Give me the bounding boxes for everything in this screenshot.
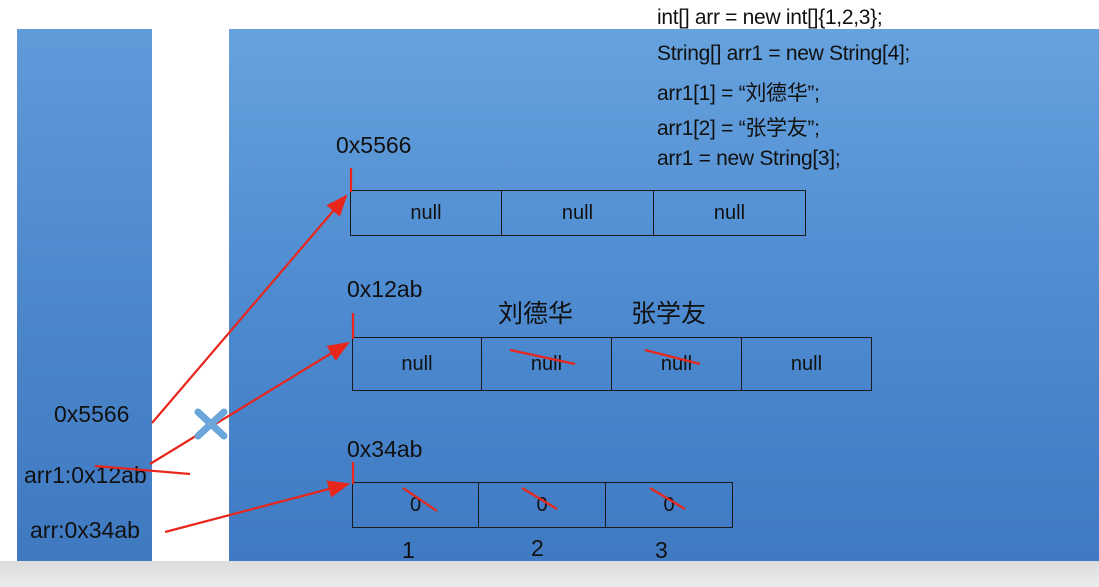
array-b-cell: null — [482, 337, 612, 391]
array-b-label-1: 刘德华 — [498, 300, 574, 328]
code-line-5: arr1 = new String[3]; — [657, 147, 841, 170]
stack-var-arr: arr:0x34ab — [30, 517, 140, 543]
array-b-address: 0x12ab — [347, 276, 423, 302]
stack-var-0x5566: 0x5566 — [54, 401, 130, 427]
cross-icon — [194, 408, 228, 440]
code-line-1: int[] arr = new int[]{1,2,3}; — [657, 6, 883, 29]
array-b-cell: null — [612, 337, 742, 391]
array-c-index: 2 — [531, 535, 544, 561]
array-a-cell: null — [350, 190, 502, 236]
stack-var-arr1: arr1:0x12ab — [24, 462, 147, 488]
code-line-2: String[] arr1 = new String[4]; — [657, 42, 911, 65]
arrow-arr1 — [149, 341, 350, 465]
array-c-index: 3 — [655, 537, 668, 563]
array-a-cell: null — [502, 190, 654, 236]
strike-null-1 — [509, 348, 576, 366]
array-b: null null null null — [352, 337, 872, 391]
array-a: null null null — [350, 190, 806, 236]
strike-null-2 — [644, 348, 701, 366]
strike-zero-2 — [521, 487, 558, 510]
array-c-index: 1 — [402, 537, 415, 563]
array-a-cell: null — [654, 190, 806, 236]
array-c: 0 0 0 — [352, 482, 733, 528]
bottom-strip — [0, 561, 1099, 587]
array-c-address: 0x34ab — [347, 436, 423, 462]
strike-zero-1 — [402, 487, 438, 512]
stack-memory-panel — [17, 29, 152, 561]
code-line-4: arr1[2] = “张学友”; — [657, 117, 820, 140]
array-b-cell: null — [742, 337, 872, 391]
arrow-arr — [164, 480, 351, 534]
array-c-cell: 0 — [606, 482, 733, 528]
array-c-cell: 0 — [479, 482, 606, 528]
heap-memory-panel — [229, 29, 1099, 561]
array-a-address: 0x5566 — [336, 132, 412, 158]
strike-zero-3 — [649, 487, 686, 510]
array-c-cell: 0 — [352, 482, 479, 528]
array-b-cell: null — [352, 337, 482, 391]
arrow-0x5566 — [151, 194, 348, 424]
code-line-3: arr1[1] = “刘德华”; — [657, 82, 820, 105]
strike-old-address — [94, 464, 191, 476]
array-b-label-2: 张学友 — [631, 300, 707, 328]
